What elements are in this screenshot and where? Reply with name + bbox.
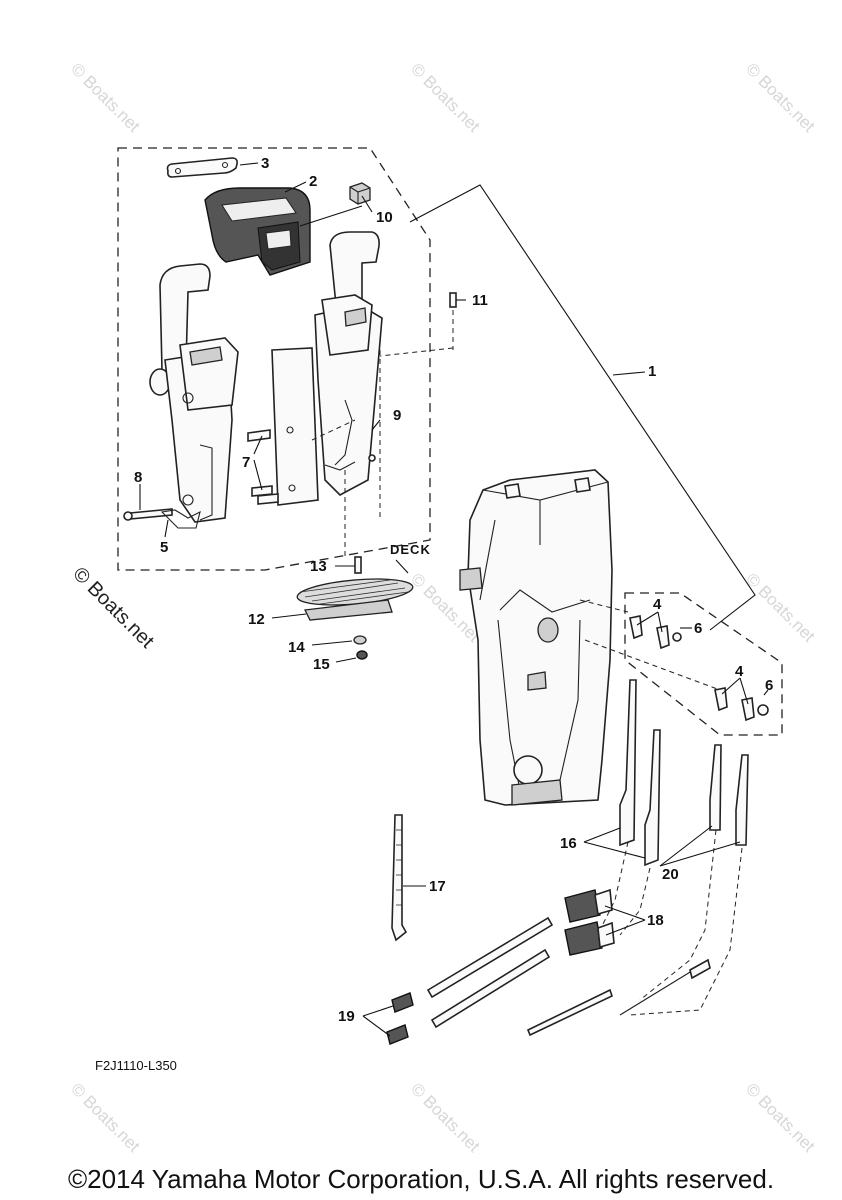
deck-label: DECK [390,542,431,557]
callout-17: 17 [429,878,446,895]
callout-12: 12 [248,611,265,628]
part-3-plate [166,157,238,178]
part-7-screws [247,429,279,505]
part-17-cable-tie [391,814,408,942]
part-1-bracket-line [409,184,756,631]
callout-3: 3 [261,155,269,172]
left-lever [149,263,239,523]
callout-10: 10 [376,209,393,226]
watermark: © Boats.net [742,59,819,136]
callout-16: 16 [560,835,577,852]
watermark: © Boats.net [67,1079,144,1156]
callout-5: 5 [160,539,168,556]
leader-lines [139,162,769,1037]
part-18-fittings [426,888,711,1037]
deck-cutout [296,350,414,660]
callout-2: 2 [309,173,317,190]
part-9-nut [368,454,376,462]
watermark-main: © Boats.net [68,563,158,653]
assembly-outline-upper [117,147,431,571]
watermark: © Boats.net [67,59,144,136]
watermark: © Boats.net [407,59,484,136]
callout-11: 11 [472,292,488,309]
part-8-bolt [123,508,173,521]
part-4-clevises [629,615,769,722]
part-2-cover [204,187,311,276]
figure-code: F2J1110-L350 [95,1058,177,1073]
callout-1: 1 [648,363,656,380]
center-plate [271,347,356,506]
callout-19: 19 [338,1008,355,1025]
copyright-notice: ©2014 Yamaha Motor Corporation, U.S.A. A… [67,1164,775,1194]
callout-20: 20 [662,866,679,883]
callout-4: 4 [653,596,662,613]
part-11-pin [449,292,457,350]
watermark: © Boats.net [742,1079,819,1156]
right-lever [314,231,383,496]
callout-14: 14 [288,639,305,656]
callout-6: 6 [694,620,702,637]
callout-13: 13 [310,558,327,575]
control-cables [599,679,749,1016]
callout-8: 8 [134,469,142,486]
callout-9: 9 [393,407,401,424]
callout-6: 6 [765,677,773,694]
main-housing [459,469,721,806]
watermark: © Boats.net [407,1079,484,1156]
part-5-clip [160,509,201,529]
watermarks: © Boats.net © Boats.net © Boats.net © Bo… [67,59,819,1156]
callout-4: 4 [735,663,744,680]
callout-15: 15 [313,656,330,673]
callout-7: 7 [242,454,250,471]
watermark: © Boats.net [742,569,819,646]
part-10-block [349,182,371,205]
part-19-nuts [386,992,414,1045]
callouts: 1 2 3 4 4 5 6 6 7 8 9 10 11 12 13 14 15 … [134,155,773,1025]
pin-guide [379,347,454,357]
callout-18: 18 [647,912,664,929]
